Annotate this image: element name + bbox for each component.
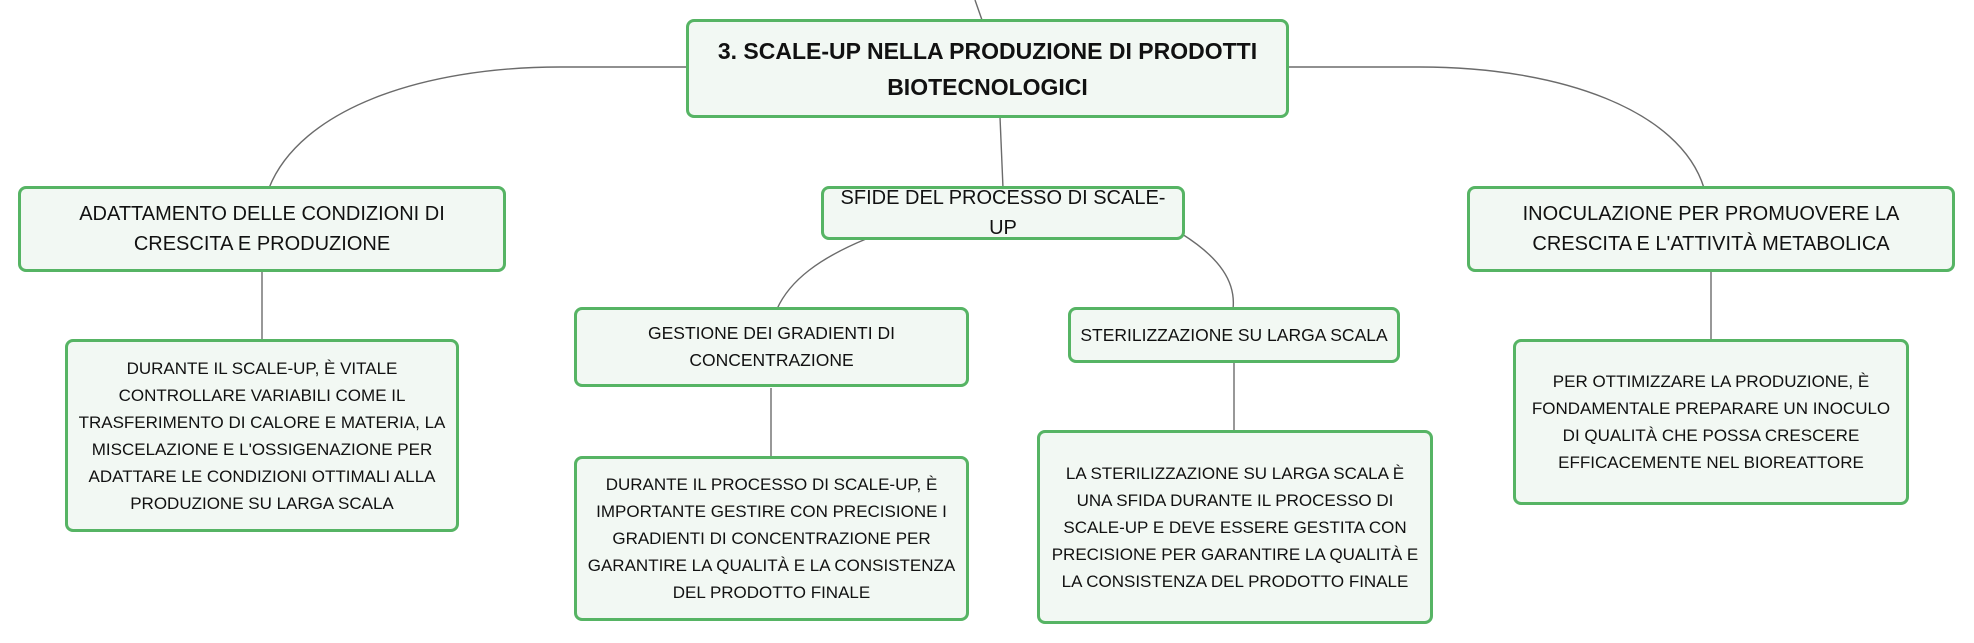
root-topic[interactable]: 3. SCALE-UP NELLA PRODUZIONE DI PRODOTTI… — [686, 19, 1289, 118]
subtopic-sterilizzazione[interactable]: STERILIZZAZIONE SU LARGA SCALA — [1068, 307, 1400, 363]
connector-root-sfide — [999, 116, 1004, 189]
detail-inoculazione-text: PER OTTIMIZZARE LA PRODUZIONE, È FONDAME… — [1531, 372, 1891, 472]
connector-sfide-gradienti — [776, 238, 867, 310]
connector-root-adattamento — [268, 66, 688, 189]
connector-root-inoculazione — [1288, 66, 1705, 189]
detail-adattamento-text: DURANTE IL SCALE-UP, È VITALE CONTROLLAR… — [78, 358, 446, 513]
topic-adattamento-label: ADATTAMENTO DELLE CONDIZIONI DI CRESCITA… — [79, 203, 445, 255]
subtopic-sterilizzazione-label: STERILIZZAZIONE SU LARGA SCALA — [1080, 324, 1388, 345]
root-topic-title: 3. SCALE-UP NELLA PRODUZIONE DI PRODOTTI… — [717, 37, 1258, 100]
detail-inoculazione[interactable]: PER OTTIMIZZARE LA PRODUZIONE, È FONDAME… — [1513, 339, 1909, 505]
topic-adattamento[interactable]: ADATTAMENTO DELLE CONDIZIONI DI CRESCITA… — [18, 186, 506, 272]
detail-sterilizzazione[interactable]: LA STERILIZZAZIONE SU LARGA SCALA È UNA … — [1037, 430, 1433, 624]
topic-sfide-label: SFIDE DEL PROCESSO DI SCALE-UP — [840, 187, 1166, 239]
detail-gradienti-text: DURANTE IL PROCESSO DI SCALE-UP, È IMPOR… — [587, 475, 956, 602]
detail-adattamento[interactable]: DURANTE IL SCALE-UP, È VITALE CONTROLLAR… — [65, 339, 459, 532]
topic-sfide[interactable]: SFIDE DEL PROCESSO DI SCALE-UP — [821, 186, 1185, 240]
detail-sterilizzazione-text: LA STERILIZZAZIONE SU LARGA SCALA È UNA … — [1051, 463, 1419, 591]
topic-inoculazione[interactable]: INOCULAZIONE PER PROMUOVERE LA CRESCITA … — [1467, 186, 1955, 272]
subtopic-gradienti-label: GESTIONE DEI GRADIENTI DI CONCENTRAZIONE — [648, 323, 895, 370]
subtopic-gradienti[interactable]: GESTIONE DEI GRADIENTI DI CONCENTRAZIONE — [574, 307, 969, 387]
connector-sfide-sterilizzazione — [1181, 233, 1235, 310]
detail-gradienti[interactable]: DURANTE IL PROCESSO DI SCALE-UP, È IMPOR… — [574, 456, 969, 621]
topic-inoculazione-label: INOCULAZIONE PER PROMUOVERE LA CRESCITA … — [1522, 203, 1900, 255]
connector-parent-root — [974, 0, 983, 21]
